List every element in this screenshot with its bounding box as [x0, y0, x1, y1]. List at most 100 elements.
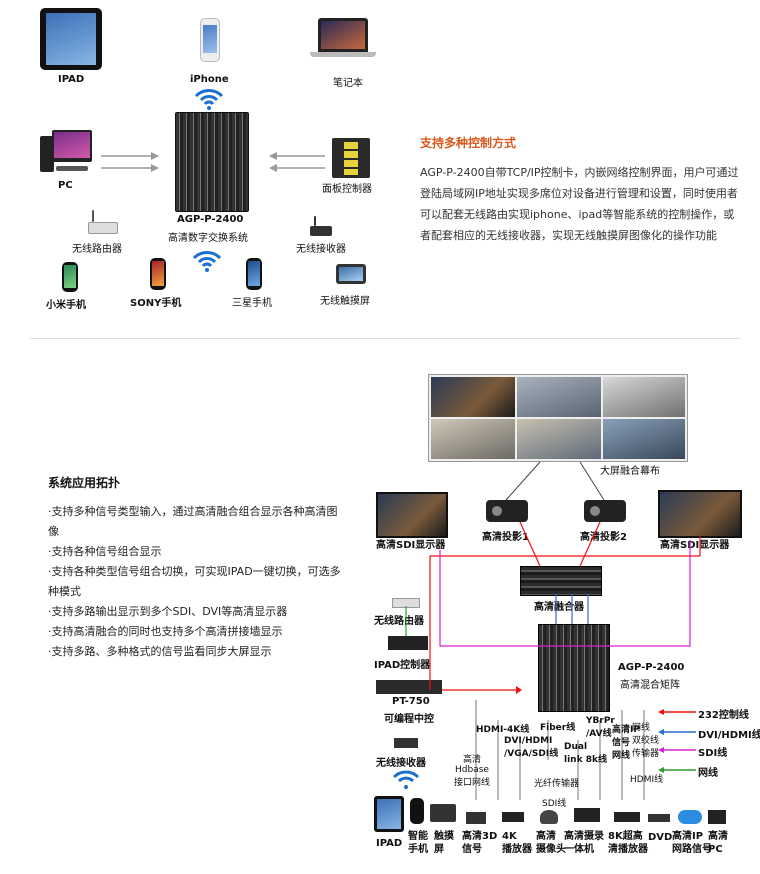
list-item: ·支持高清融合的同时也支持多个高清拼接墙显示 [48, 625, 283, 638]
sig-fiber-tx: 光纤传输器 [534, 779, 580, 789]
projector-1-icon [486, 500, 528, 522]
pt750-label: PT-750 [392, 696, 430, 707]
pt750-desc: 可编程中控 [384, 714, 434, 725]
legend-net: 网线 [698, 768, 718, 779]
proj1-label: 高清投影1 [482, 532, 529, 543]
src-ipnet-label: 高清IP 网路信号 [672, 831, 712, 855]
matrix-name-label: AGP-P-2400 [177, 214, 244, 225]
ipad-label: IPAD [58, 74, 85, 85]
receiver-device-2 [394, 738, 418, 748]
control-arrows [101, 152, 325, 172]
pt750-device [376, 680, 442, 694]
source-8k-icon [614, 812, 640, 822]
samsung-label: 三星手机 [232, 298, 272, 309]
panel-label: 面板控制器 [322, 184, 372, 195]
ipad-controller-device [388, 636, 428, 650]
receiver-label: 无线接收器 [296, 244, 346, 255]
source-pc-icon [708, 810, 726, 824]
xiaomi-label: 小米手机 [46, 300, 86, 311]
src-recorder-label: 高清摄录 一体机 [564, 831, 604, 855]
legend-sdi: SDI线 [698, 748, 728, 759]
sony-label: SONY手机 [130, 298, 182, 309]
receiver2-label: 无线接收器 [376, 758, 426, 769]
samsung-phone-icon [246, 258, 262, 290]
list-item: ·支持多路输出显示到多个SDI、DVI等高清显示器 [48, 605, 288, 618]
control-feature-body: AGP-P-2400自带TCP/IP控制卡，内嵌网络控制界面，用户可通过登陆局域… [420, 166, 739, 242]
fusion-label: 高清融合器 [534, 602, 584, 613]
sig-hdbase: 高清 Hdbase 接口网线 [454, 755, 491, 788]
sdi-left-label: 高清SDI显示器 [376, 540, 446, 551]
iphone-device [200, 18, 220, 62]
source-ipad-icon [374, 796, 404, 832]
source-cloud-icon [678, 810, 702, 824]
topology-feature-list: ·支持多种信号类型输入，通过高清融合组合显示各种高清图像 ·支持各种信号组合显示… [48, 502, 348, 662]
laptop-label: 笔记本 [333, 78, 363, 89]
matrix2-name: AGP-P-2400 [618, 662, 685, 673]
wifi-icon [392, 770, 420, 789]
pc-label: PC [58, 180, 73, 191]
router-label: 无线路由器 [72, 244, 122, 255]
sony-phone-icon [150, 258, 166, 290]
legend-232: 232控制线 [698, 710, 749, 721]
control-feature-title: 支持多种控制方式 [420, 136, 517, 150]
sdi-right-label: 高清SDI显示器 [660, 540, 730, 551]
list-item: ·支持多种信号类型输入，通过高清融合组合显示各种高清图像 [48, 505, 338, 538]
source-phone-icon [410, 798, 424, 824]
sig-dual: Dual link 8k线 [564, 742, 607, 765]
receiver-device [310, 226, 332, 236]
source-3d-icon [466, 812, 486, 824]
legend-dvi: DVI/HDMI线 [698, 730, 760, 741]
laptop-base [310, 52, 376, 57]
sig-hdip: 高清IP 信号 网线 [612, 725, 640, 761]
sig-sdiline: SDI线 [542, 799, 567, 809]
pc-tower-icon [40, 136, 54, 172]
proj2-label: 高清投影2 [580, 532, 627, 543]
list-item: ·支持各种类型信号组合切换，可实现IPAD一键切换，可选多种模式 [48, 565, 341, 598]
src-3d-label: 高清3D 信号 [462, 831, 498, 855]
src-touch-label: 触摸 屏 [434, 831, 454, 855]
source-4k-icon [502, 812, 524, 822]
sig-hdmiline: HDMI线 [630, 775, 664, 785]
section-divider [30, 338, 740, 339]
sdi-monitor-left [376, 492, 448, 538]
projector-2-icon [584, 500, 626, 522]
src-dvd-label: DVD [648, 832, 673, 843]
pc-keyboard-icon [56, 166, 88, 171]
pc-monitor-icon [52, 130, 92, 162]
matrix-desc-label: 高清数字交换系统 [168, 233, 248, 244]
sig-twisted: 网线 双绞线 传输器 [632, 723, 660, 759]
list-item: ·支持多路、多种格式的信号监看同步大屏显示 [48, 645, 272, 658]
router-antenna-icon [92, 210, 94, 222]
wifi-icon [192, 251, 222, 272]
src-8k-label: 8K超高 清播放器 [608, 831, 648, 855]
panel-controller-device [332, 138, 370, 178]
matrix-device [175, 112, 249, 212]
sig-ybrpr: YBrPr /AV线 [586, 716, 615, 739]
source-dvd-icon [648, 814, 670, 822]
video-wall [428, 374, 688, 462]
fusion-device [520, 566, 602, 596]
src-phone-label: 智能 手机 [408, 831, 428, 855]
list-item: ·支持各种信号组合显示 [48, 545, 162, 558]
touch-label: 无线触摸屏 [320, 296, 370, 307]
sdi-monitor-right [658, 490, 742, 538]
xiaomi-phone-icon [62, 262, 78, 292]
wifi-icon [194, 89, 224, 110]
ipad-device [40, 8, 102, 70]
laptop-device [318, 18, 368, 52]
sig-hdmi4k: HDMI-4K线 [476, 725, 530, 735]
iphone-label: iPhone [190, 74, 229, 85]
mixed-matrix-device [538, 624, 610, 712]
touch-screen-icon [336, 264, 366, 284]
source-touch-icon [430, 804, 456, 822]
ipadctrl-label: IPAD控制器 [374, 660, 431, 671]
sig-dvihdmi: DVI/HDMI /VGA/SDI线 [504, 736, 559, 759]
src-camera-label: 高清 摄像头 [536, 831, 566, 855]
matrix2-desc: 高清混合矩阵 [620, 680, 680, 691]
wall-label: 大屏融合幕布 [600, 466, 660, 477]
topology-title: 系统应用拓扑 [48, 476, 121, 490]
router2-label: 无线路由器 [374, 616, 424, 627]
src-ipad-label: IPAD [376, 838, 403, 849]
src-4k-label: 4K 播放器 [502, 831, 532, 855]
